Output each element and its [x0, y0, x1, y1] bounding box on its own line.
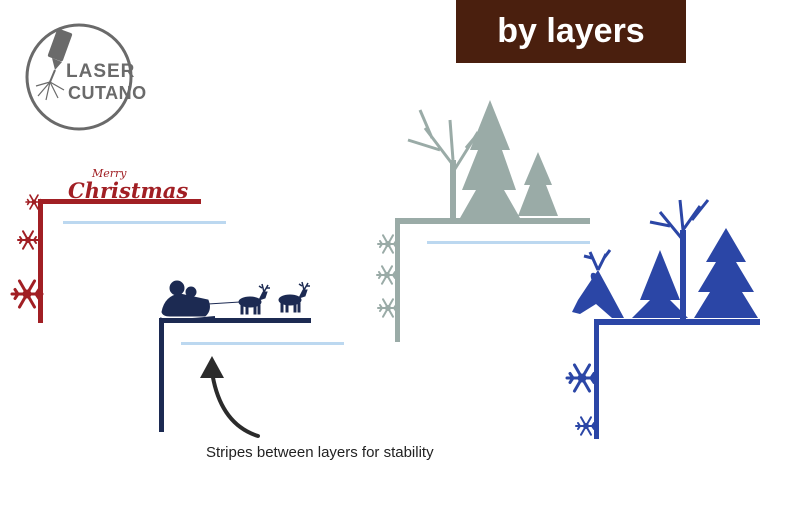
snowflake-icon: [575, 416, 597, 436]
navy-layer: [159, 280, 311, 432]
by-layers-banner: by layers: [456, 0, 686, 63]
merry-text: Merry: [91, 167, 127, 180]
logo-word-laser: LASER: [66, 61, 136, 82]
snowflake-icon: [17, 230, 39, 250]
reindeer-icon: [238, 283, 271, 315]
stripes-caption: Stripes between layers for stability: [206, 444, 434, 461]
stability-stripe: [181, 342, 344, 345]
stability-stripe: [63, 221, 226, 224]
santa-sleigh-icon: [159, 280, 216, 321]
logo-word-cutano: CUTANO: [68, 83, 147, 103]
tree-icon: [649, 199, 710, 320]
snowflake-icon: [376, 265, 398, 285]
sage-layer: [376, 100, 590, 342]
stability-stripe: [427, 241, 590, 244]
christmas-text: Christmas: [68, 178, 188, 203]
reindeer-icon: [278, 281, 311, 313]
tree-icon: [632, 250, 688, 318]
tree-icon: [694, 228, 758, 318]
snowflake-icon: [10, 279, 44, 309]
blue-layer: [565, 199, 760, 439]
curved-arrow-icon: [200, 356, 260, 438]
tree-icon: [460, 100, 520, 218]
tree-icon: [518, 152, 558, 216]
laser-cutano-logo: [25, 23, 133, 131]
deer-head-icon: [572, 249, 624, 318]
red-layer: Merry Christmas: [10, 167, 201, 323]
snowflake-icon: [565, 363, 599, 393]
laser-tool-icon: [35, 28, 73, 101]
